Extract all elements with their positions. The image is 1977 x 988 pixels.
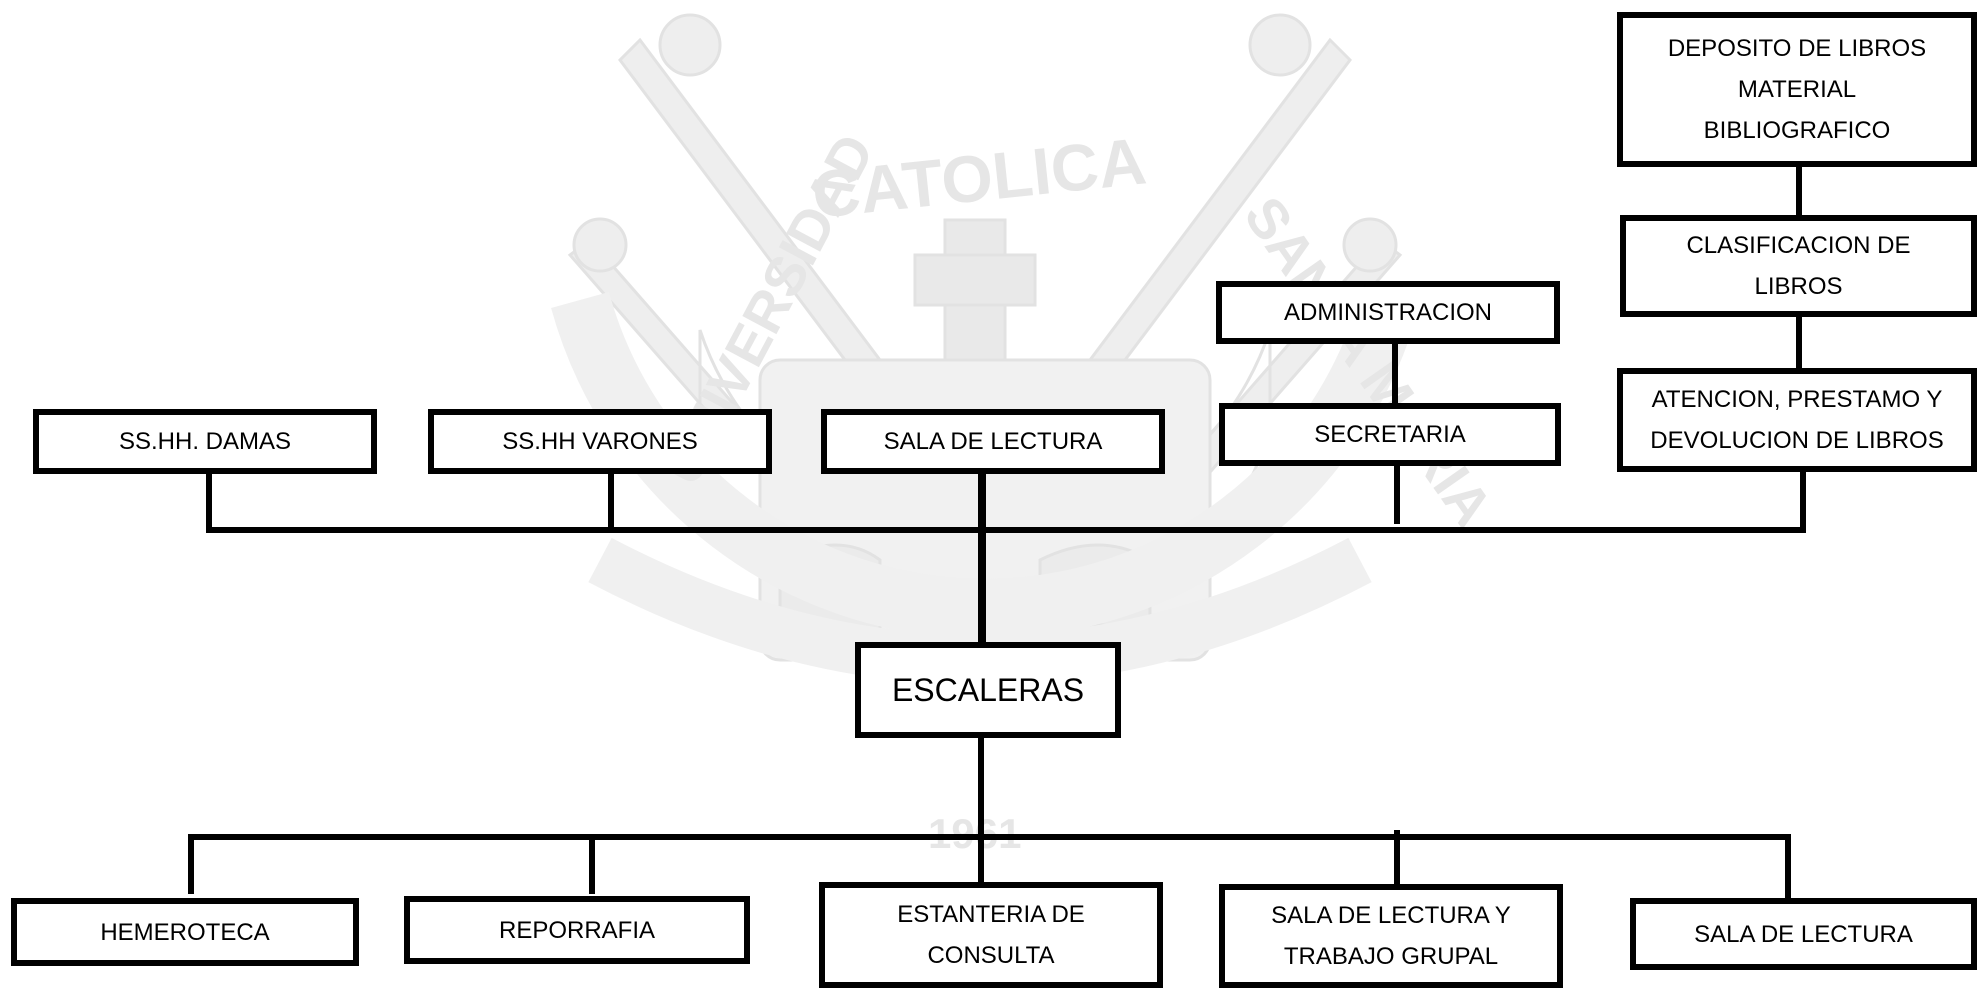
connector-atencion-down xyxy=(1800,470,1806,532)
lower-main-bus xyxy=(188,834,1791,840)
node-reporrafia: REPORRAFIA xyxy=(404,896,750,964)
upper-main-bus xyxy=(206,527,1806,533)
connector-sala-lectura-trabajo xyxy=(1394,830,1400,894)
seal-top-text: CATOLICA xyxy=(809,123,1150,232)
connector-reporrafia xyxy=(589,834,595,894)
node-clasificacion-libros: CLASIFICACION DE LIBROS xyxy=(1620,215,1977,317)
node-sala-lectura-top: SALA DE LECTURA xyxy=(821,409,1165,474)
connector-secretaria-down xyxy=(1394,464,1400,524)
node-sala-lectura-trabajo-grupal: SALA DE LECTURA Y TRABAJO GRUPAL xyxy=(1219,884,1563,988)
node-sshh-varones: SS.HH VARONES xyxy=(428,409,772,474)
connector-clasificacion-atencion xyxy=(1796,316,1802,368)
node-atencion-prestamo: ATENCION, PRESTAMO Y DEVOLUCION DE LIBRO… xyxy=(1617,368,1977,472)
seal-right-arc-text: SANTA MARIA xyxy=(1232,185,1505,537)
connector-deposito-clasificacion xyxy=(1796,166,1802,216)
connector-damas xyxy=(206,470,212,532)
node-administracion: ADMINISTRACION xyxy=(1216,281,1560,344)
node-hemeroteca: HEMEROTECA xyxy=(11,898,359,966)
node-escaleras: ESCALERAS xyxy=(855,642,1121,738)
connector-sala-lectura-escaleras xyxy=(978,470,986,648)
connector-administracion-secretaria xyxy=(1392,341,1398,407)
connector-hemeroteca xyxy=(188,834,194,894)
node-sala-lectura-bottom: SALA DE LECTURA xyxy=(1630,898,1977,970)
connector-sala-lectura-bottom xyxy=(1785,834,1791,900)
connector-varones xyxy=(608,470,614,532)
connector-escaleras-down xyxy=(978,735,984,885)
node-secretaria: SECRETARIA xyxy=(1219,403,1561,466)
node-sshh-damas: SS.HH. DAMAS xyxy=(33,409,377,474)
node-deposito-libros: DEPOSITO DE LIBROS MATERIAL BIBLIOGRAFIC… xyxy=(1617,12,1977,167)
node-estanteria-consulta: ESTANTERIA DE CONSULTA xyxy=(819,882,1163,988)
